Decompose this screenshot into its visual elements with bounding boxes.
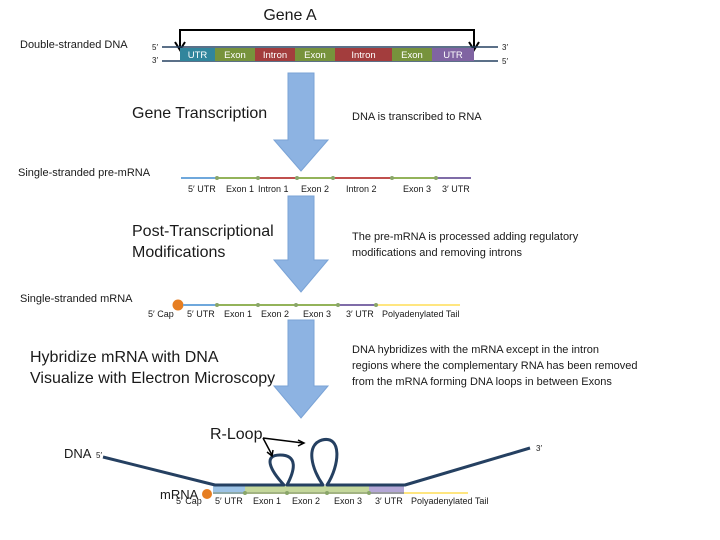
rloop-label: R-Loop <box>210 426 263 443</box>
dna-label: Double-stranded DNA <box>20 39 128 51</box>
arrow-hybridize <box>272 319 330 419</box>
pre-mrna-junction-node <box>215 176 219 180</box>
hybrid-label-polyadenylated-tail: Polyadenylated Tail <box>411 496 488 506</box>
mrna-junction-node <box>374 303 378 307</box>
pre-mrna-junction-node <box>295 176 299 180</box>
dna-bottom-left-end: 3′ <box>152 56 158 65</box>
dna-bottom-right-end: 5′ <box>502 57 508 66</box>
step-2-title-line-1: Post-Transcriptional <box>132 223 274 240</box>
dna-segment-label: Intron <box>351 50 375 61</box>
mrna-segments: 5′ UTR Exon 1 Exon 2 Exon 3 3′ UTR Polyadenyl… <box>183 303 460 319</box>
hybrid-dna-5-end: 5′ <box>96 451 102 460</box>
step-2-title-line-2: Modifications <box>132 244 225 261</box>
hybrid-mrna-label: mRNA <box>160 487 199 502</box>
pre-mrna-junction-node <box>434 176 438 180</box>
hybrid-junction-node <box>367 491 371 495</box>
dna-segment-utr-1 <box>180 48 215 61</box>
hybrid-dna-strand <box>102 438 531 487</box>
hybrid-segments: 5′ UTR Exon 1 Exon 2 Exon 3 3′ UTR Polyadenyl… <box>213 486 488 506</box>
mrna-junction-node <box>215 303 219 307</box>
dna-segments: UTR Exon Intron Exon Intron Exon UTR <box>180 48 474 61</box>
pre-mrna-label-intron-1: Intron 1 <box>258 184 289 194</box>
pre-mrna-junction-node <box>256 176 260 180</box>
step-1-title: Gene Transcription <box>132 105 267 122</box>
dna-segment-intron-5 <box>335 48 392 61</box>
hybrid-dna-3-end: 3′ <box>536 444 542 453</box>
hybrid-segment-polyadenylated-tail <box>404 492 468 494</box>
step-3-description-line-2: regions where the complementary RNA has … <box>352 360 638 372</box>
dna-segment-exon-4 <box>295 48 335 61</box>
dna-top-right-end: 3′ <box>502 43 508 52</box>
gene-bracket <box>179 29 475 48</box>
mrna-label-exon-3: Exon 3 <box>303 309 331 319</box>
pre-mrna-label-5-utr: 5′ UTR <box>188 184 216 194</box>
dna-segment-intron-3 <box>255 48 295 61</box>
hybrid-5-cap-icon <box>202 489 212 499</box>
mrna-junction-node <box>336 303 340 307</box>
step-3-description-line-1: DNA hybridizes with the mRNA except in t… <box>352 344 599 356</box>
mrna-junction-node <box>294 303 298 307</box>
dna-segment-utr-7 <box>432 48 474 61</box>
hybrid-segment-exon-2 <box>287 486 327 494</box>
step-2-description-line-2: modifications and removing introns <box>352 247 522 259</box>
hybrid-label-exon-2: Exon 2 <box>292 496 320 506</box>
rloop-pointer-arrows <box>262 437 306 458</box>
pre-mrna-label: Single-stranded pre-mRNA <box>18 167 151 179</box>
hybrid-label-exon-3: Exon 3 <box>334 496 362 506</box>
mrna-label: Single-stranded mRNA <box>20 293 133 305</box>
hybrid-segment-exon-1 <box>245 486 287 494</box>
pre-mrna-junction-node <box>390 176 394 180</box>
hybrid-label-5-utr: 5′ UTR <box>215 496 243 506</box>
dna-segment-exon-2 <box>215 48 255 61</box>
mrna-label-exon-2: Exon 2 <box>261 309 289 319</box>
arrow-post-transcriptional <box>272 195 330 293</box>
dna-segment-label: Exon <box>304 50 326 61</box>
dna-segment-label: Exon <box>224 50 246 61</box>
hybrid-junction-node <box>325 491 329 495</box>
hybrid-label-3-utr: 3′ UTR <box>375 496 403 506</box>
pre-mrna-label-intron-2: Intron 2 <box>346 184 377 194</box>
pre-mrna-label-exon-2: Exon 2 <box>301 184 329 194</box>
mrna-label-5-utr: 5′ UTR <box>187 309 215 319</box>
pre-mrna-label-exon-1: Exon 1 <box>226 184 254 194</box>
dna-segment-label: Exon <box>401 50 423 61</box>
gene-title: Gene A <box>263 7 317 24</box>
mrna-cap-label: 5′ Cap <box>148 309 174 319</box>
dna-segment-label: UTR <box>188 50 208 61</box>
mrna-label-polyadenylated-tail: Polyadenylated Tail <box>382 309 459 319</box>
step-1-description: DNA is transcribed to RNA <box>352 111 482 123</box>
pre-mrna-label-exon-3: Exon 3 <box>403 184 431 194</box>
pre-mrna-segments: 5′ UTR Exon 1 Intron 1 Exon 2 Intron 2 Exon 3… <box>181 176 471 194</box>
mrna-junction-node <box>256 303 260 307</box>
pre-mrna-junction-node <box>331 176 335 180</box>
dna-segment-label: Intron <box>263 50 287 61</box>
mrna-label-exon-1: Exon 1 <box>224 309 252 319</box>
dna-segment-label: UTR <box>443 50 463 61</box>
hybrid-label-exon-1: Exon 1 <box>253 496 281 506</box>
hybrid-junction-node <box>285 491 289 495</box>
hybrid-cap-label: 5′ Cap <box>176 496 202 506</box>
dna-segment-exon-6 <box>392 48 432 61</box>
step-3-title-line-2: Visualize with Electron Microscopy <box>30 370 275 387</box>
hybrid-segment-exon-3 <box>327 486 369 494</box>
step-3-description-line-3: from the mRNA forming DNA loops in betwe… <box>352 376 612 388</box>
arrow-transcription <box>272 72 330 172</box>
step-3-title-line-1: Hybridize mRNA with DNA <box>30 349 219 366</box>
hybrid-segment-3-utr <box>369 486 404 494</box>
step-2-description-line-1: The pre-mRNA is processed adding regulat… <box>352 231 579 243</box>
hybrid-junction-node <box>243 491 247 495</box>
hybrid-dna-label: DNA <box>64 446 92 461</box>
mrna-label-3-utr: 3′ UTR <box>346 309 374 319</box>
hybrid-segment-5-utr <box>213 486 245 494</box>
pre-mrna-label-3-utr: 3′ UTR <box>442 184 470 194</box>
mrna-5-cap-icon <box>172 299 184 311</box>
dna-top-left-end: 5′ <box>152 43 158 52</box>
